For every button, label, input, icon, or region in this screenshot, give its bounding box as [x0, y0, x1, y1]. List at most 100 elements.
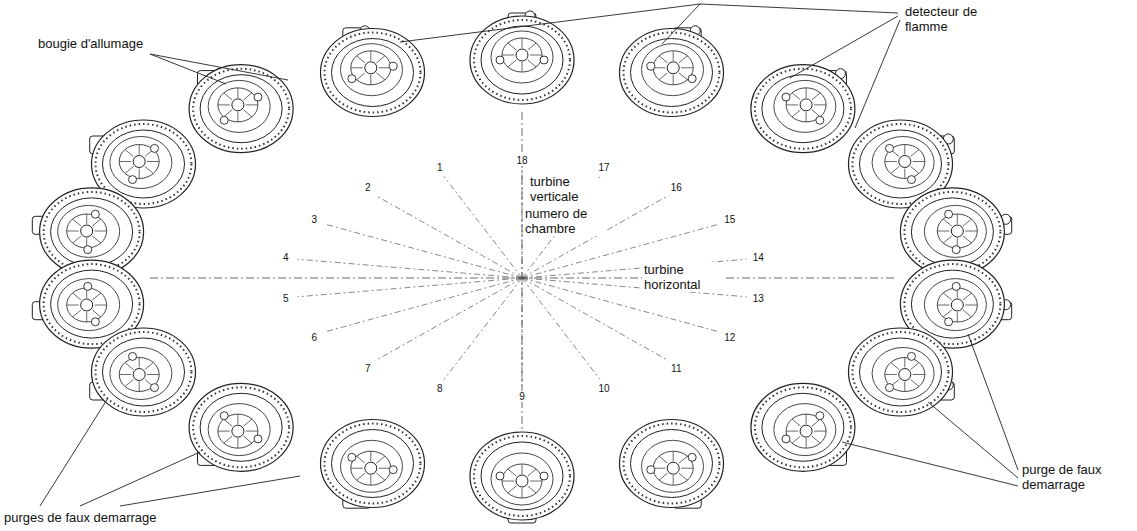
- swirler-vane: [139, 145, 140, 155]
- chamber-liner: [110, 137, 172, 189]
- chamber-flange: [620, 420, 724, 508]
- nozzle-tip: [800, 99, 812, 111]
- combustion-chamber: [321, 26, 425, 117]
- swirler-vane: [943, 236, 952, 243]
- swirler-vane: [673, 451, 674, 461]
- swirler-vane: [125, 150, 134, 157]
- swirler-vane: [237, 88, 238, 98]
- swirler-vane: [502, 55, 514, 56]
- chamber-liner: [872, 348, 934, 400]
- swirler-vane: [679, 73, 688, 80]
- swirler-vane: [376, 473, 385, 480]
- swirler-vane: [522, 488, 523, 498]
- combustion-chamber: [751, 383, 855, 471]
- flange-bolts: [193, 69, 289, 149]
- swirler-vane: [376, 73, 385, 80]
- swirler-vane: [92, 236, 101, 243]
- chamber-number: 16: [670, 182, 683, 193]
- swirler-vane: [814, 431, 826, 432]
- swirler-vane: [913, 374, 925, 375]
- chamber-flange: [620, 29, 724, 117]
- swirler-vane: [370, 475, 371, 485]
- swirler-vane: [147, 161, 159, 162]
- chamber-liner: [58, 205, 120, 257]
- combustion-chamber: [90, 328, 196, 416]
- flange-bolts: [624, 33, 720, 113]
- chamber-flange: [470, 16, 574, 104]
- swirler-vane: [73, 236, 82, 243]
- swirler-vane: [119, 161, 131, 162]
- swirler-vane: [370, 451, 371, 461]
- port-symbol: [647, 466, 655, 474]
- chamber-number: 3: [310, 214, 318, 225]
- chamber-liner: [924, 205, 986, 257]
- swirler-vane: [679, 473, 688, 480]
- swirler-vane: [792, 419, 801, 426]
- port-symbol: [886, 384, 894, 392]
- flange-bolts: [624, 424, 720, 504]
- chamber-flange: [189, 383, 293, 471]
- swirler-vane: [659, 56, 668, 63]
- chamber-liner: [340, 44, 402, 96]
- radial-line: [522, 278, 600, 380]
- chamber-casing: [481, 26, 563, 94]
- fuel-nozzle: [351, 451, 391, 485]
- swirler-vane: [904, 358, 905, 368]
- swirler-vane: [957, 214, 958, 224]
- swirler-vane: [806, 112, 807, 122]
- swirler-vane: [812, 419, 821, 426]
- port-symbol: [945, 210, 953, 218]
- chamber-number: 9: [518, 391, 526, 402]
- chamber-casing: [332, 39, 414, 107]
- swirler-vane: [522, 464, 523, 474]
- callout-label: purge de faux demarrage: [1022, 462, 1102, 492]
- flange-bolts: [755, 387, 851, 467]
- nozzle-tip: [365, 62, 377, 74]
- swirler-vane: [244, 419, 253, 426]
- port-symbol: [816, 116, 824, 124]
- port-symbol: [348, 75, 356, 83]
- swirler-vane: [528, 486, 536, 493]
- chamber-number: 14: [752, 252, 765, 263]
- chamber-number: 7: [364, 363, 372, 374]
- swirler-vane: [125, 363, 134, 370]
- swirler-vane: [508, 486, 516, 493]
- swirler-vane: [786, 431, 798, 432]
- swirler-vane: [244, 436, 253, 443]
- radial-line: [325, 278, 523, 332]
- swirler-vane: [812, 93, 821, 100]
- callout-label: detecteur de flamme: [905, 4, 997, 34]
- swirler-vane: [224, 110, 233, 117]
- port-symbol: [389, 62, 397, 70]
- port-symbol: [908, 176, 916, 184]
- swirler-vane: [237, 414, 238, 424]
- swirler-vane: [73, 310, 82, 317]
- swirler-vane: [792, 110, 801, 117]
- swirler-vane: [244, 110, 253, 117]
- nozzle-tip: [800, 425, 812, 437]
- swirler-vane: [965, 231, 977, 232]
- center-axes: [150, 112, 895, 430]
- chamber-liner: [491, 31, 553, 83]
- combustion-chamber: [470, 11, 574, 104]
- swirler-vane: [904, 169, 905, 179]
- port-symbol: [945, 318, 953, 326]
- radial-line: [375, 195, 522, 278]
- chamber-flange: [849, 328, 953, 416]
- swirler-vane: [139, 358, 140, 368]
- swirler-vane: [885, 374, 897, 375]
- leader-line: [120, 476, 300, 506]
- fuel-nozzle: [937, 214, 977, 248]
- radial-lines: [298, 170, 747, 386]
- fuel-nozzle: [67, 288, 107, 322]
- port-symbol: [782, 435, 790, 443]
- nozzle-tip: [81, 299, 93, 311]
- port-symbol: [91, 210, 99, 218]
- swirler-vane: [792, 436, 801, 443]
- swirler-vane: [357, 56, 366, 63]
- nozzle-tip: [133, 156, 145, 168]
- swirler-vane: [659, 73, 668, 80]
- chamber-number: 6: [310, 332, 318, 343]
- nozzle-tip: [81, 225, 93, 237]
